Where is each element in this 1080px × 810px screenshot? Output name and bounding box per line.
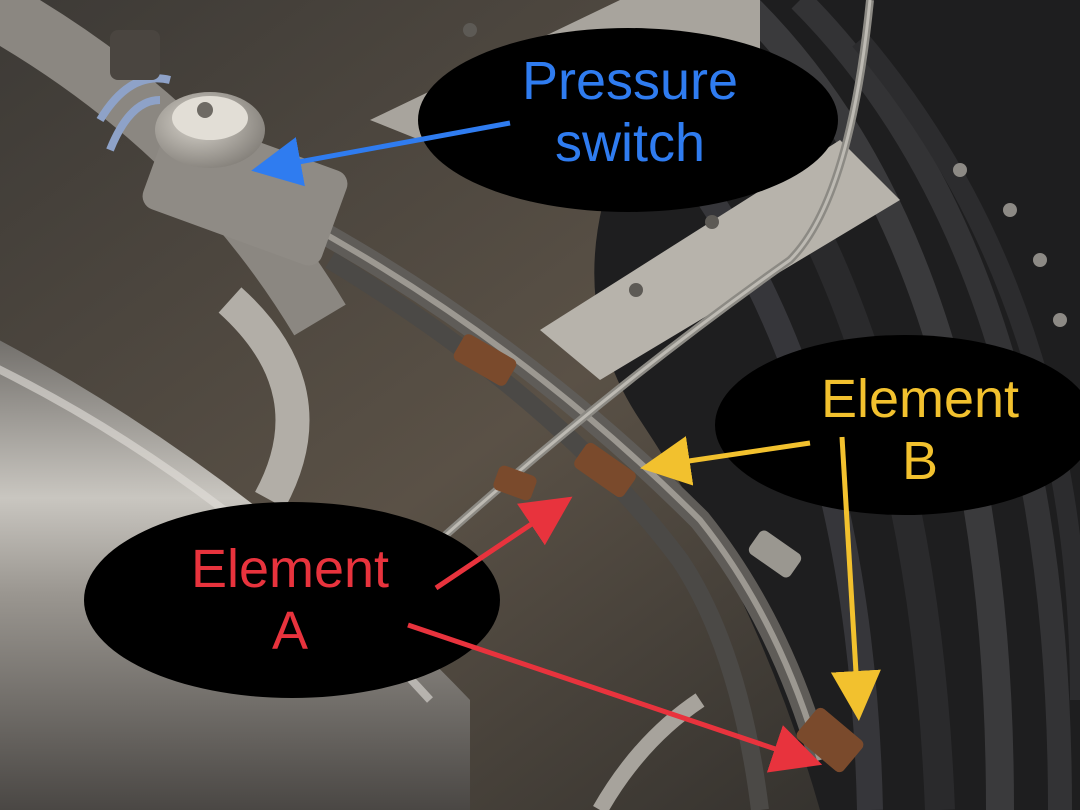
fuel-tubes	[294, 0, 874, 810]
element-a-callout	[84, 502, 500, 698]
tube-clamps	[453, 334, 864, 773]
element-a-label: Element A	[120, 538, 460, 662]
pressure-switch-device	[96, 30, 348, 266]
element-b-arrow-lower	[830, 436, 881, 721]
pressure-switch-callout	[418, 28, 838, 212]
pressure-switch-label-line1: Pressure	[521, 51, 739, 111]
element-a-label-line2: A	[271, 601, 309, 661]
element-b-callout	[715, 335, 1080, 515]
element-b-arrow-upper	[640, 436, 811, 486]
pressure-switch-arrow	[251, 120, 511, 187]
element-a-label-line1: Element	[190, 539, 390, 599]
element-b-label: Element B	[770, 368, 1070, 492]
pressure-switch-label-line2: switch	[554, 113, 706, 173]
pressure-switch-label: Pressure switch	[440, 50, 820, 174]
element-b-label-line2: B	[901, 431, 939, 491]
element-a-arrow-upper	[434, 496, 573, 591]
element-b-label-line1: Element	[820, 369, 1020, 429]
element-a-arrow-lower	[407, 622, 823, 773]
